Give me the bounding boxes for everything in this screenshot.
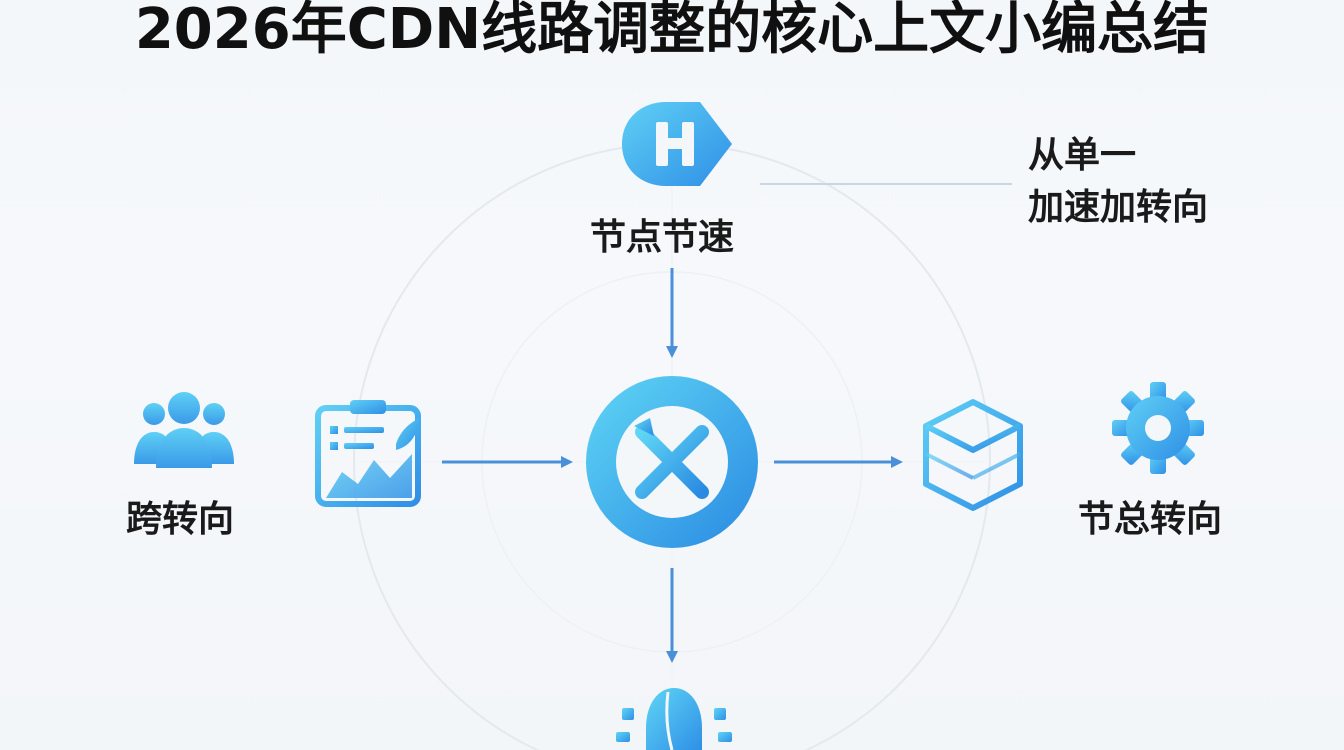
note-text: 从单一 加速加转向: [1028, 130, 1208, 234]
clipboard-chart-icon: [315, 400, 421, 507]
route-sign-icon: [622, 102, 732, 186]
crossed-tools-icon: [586, 376, 758, 548]
note-line-2: 加速加转向: [1028, 187, 1209, 228]
node-label-left: 跨转向: [126, 499, 235, 540]
page-title: 2026年CDN线路调整的核心上文小编总结: [134, 0, 1210, 62]
gear-icon: [1112, 382, 1204, 474]
node-label-right: 节总转向: [1078, 499, 1223, 540]
note-line-1: 从单一: [1028, 135, 1137, 176]
robot-head-icon: [616, 688, 732, 750]
node-label-top: 节点节速: [590, 217, 735, 258]
users-icon: [134, 392, 234, 468]
cube-icon: [923, 399, 1023, 511]
